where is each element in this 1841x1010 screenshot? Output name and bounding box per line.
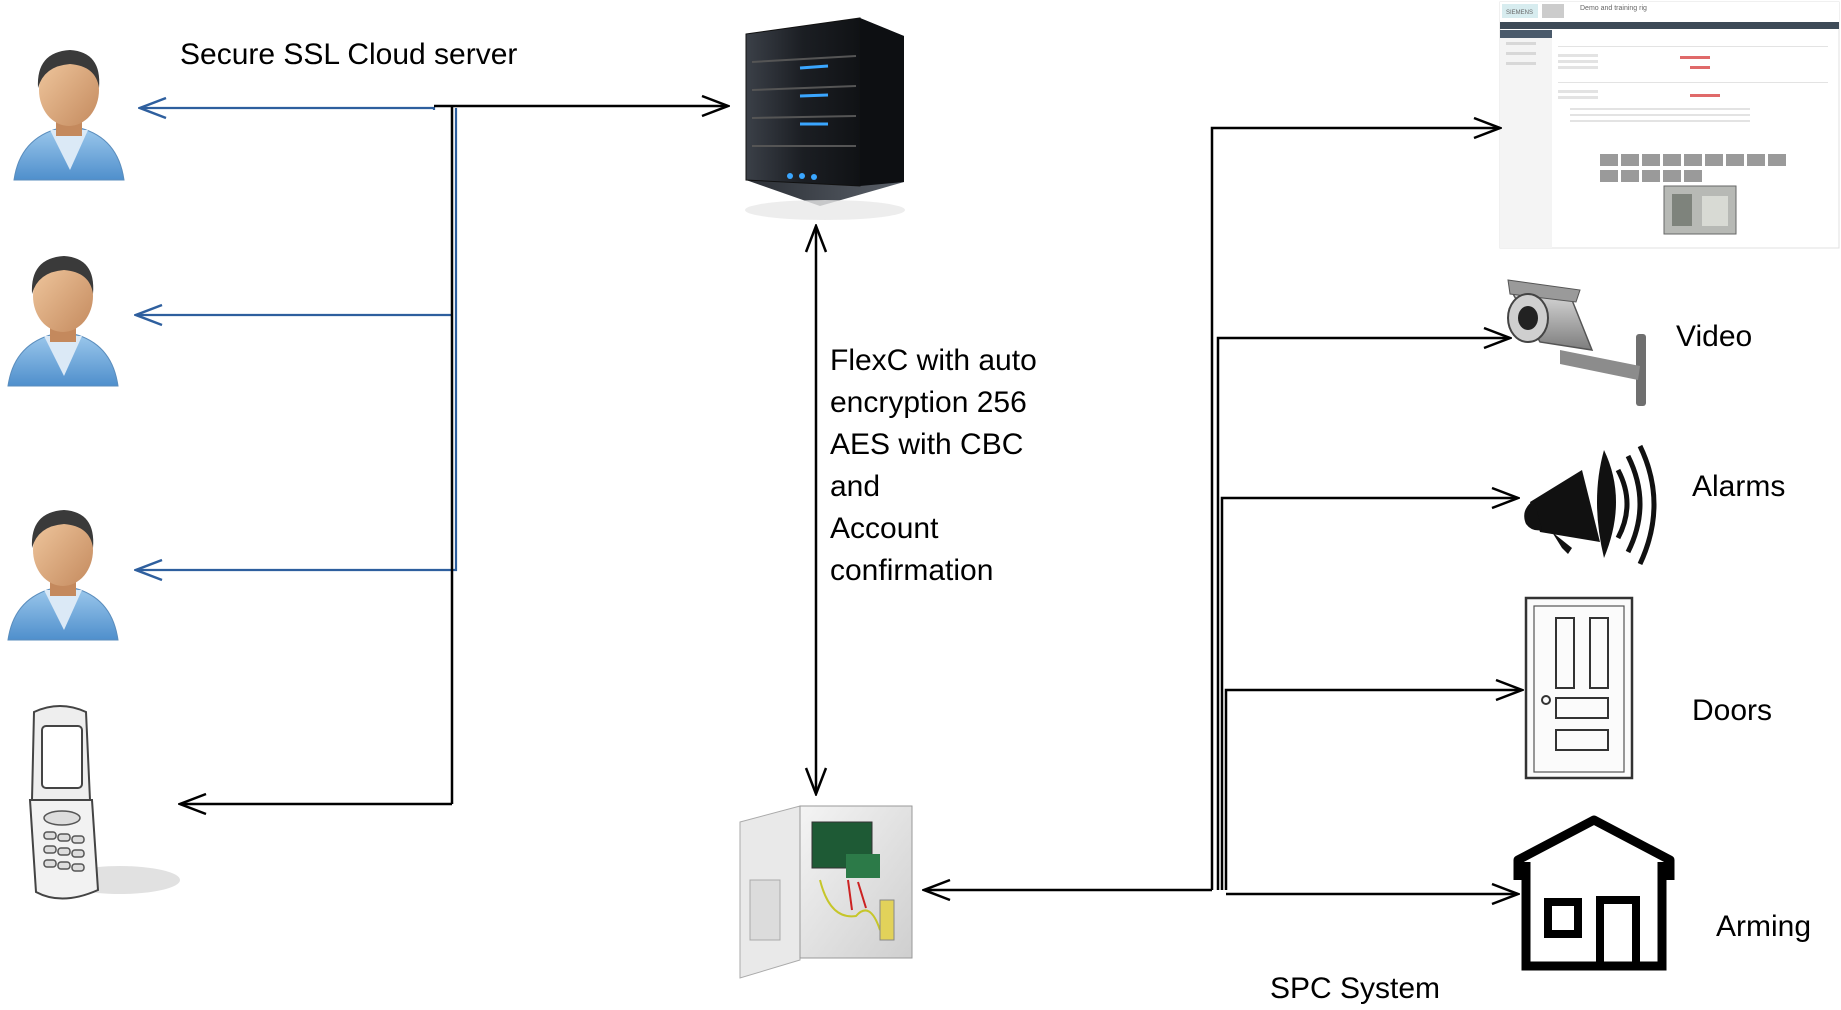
spc-system-label: SPC System xyxy=(1270,972,1441,1005)
user-icon-1 xyxy=(13,50,125,181)
flexc-description: FlexC with auto encryption 256 AES with … xyxy=(830,340,1150,592)
user-connectors xyxy=(136,108,458,570)
doors-label: Doors xyxy=(1692,694,1773,727)
user-icon-2 xyxy=(7,256,119,387)
control-panel-icon xyxy=(739,805,913,979)
connector-user-3 xyxy=(136,108,458,570)
user-icon-3 xyxy=(7,510,119,641)
flexc-line-5: Account xyxy=(830,512,939,545)
connector-doors xyxy=(1224,690,1522,890)
video-label: Video xyxy=(1676,320,1753,353)
screenshot-title: Demo and training rig xyxy=(1580,5,1647,12)
megaphone-icon xyxy=(1524,444,1657,566)
flexc-line-2: encryption 256 xyxy=(830,386,1027,419)
spc-web-screenshot: SIEMENS Demo and training rig xyxy=(1499,1,1840,249)
device-connectors xyxy=(924,128,1522,894)
connector-video xyxy=(1216,338,1510,890)
flexc-line-6: confirmation xyxy=(830,554,994,587)
connector-alarms xyxy=(1220,498,1518,890)
house-icon xyxy=(1513,815,1675,971)
flip-phone-icon xyxy=(28,705,180,900)
flexc-line-3: AES with CBC xyxy=(830,428,1024,461)
server-connectors xyxy=(180,106,728,804)
door-icon xyxy=(1524,596,1634,780)
server-icon xyxy=(745,17,905,220)
screenshot-brand: SIEMENS xyxy=(1506,10,1533,16)
flexc-line-1: FlexC with auto xyxy=(830,344,1037,377)
connector-screenshot xyxy=(1210,128,1500,890)
connector-user-1 xyxy=(140,108,436,110)
cloud-server-label: Secure SSL Cloud server xyxy=(180,38,518,71)
arming-label: Arming xyxy=(1716,910,1812,943)
cctv-camera-icon xyxy=(1507,279,1646,406)
alarms-label: Alarms xyxy=(1692,470,1786,503)
flexc-line-4: and xyxy=(830,470,881,503)
